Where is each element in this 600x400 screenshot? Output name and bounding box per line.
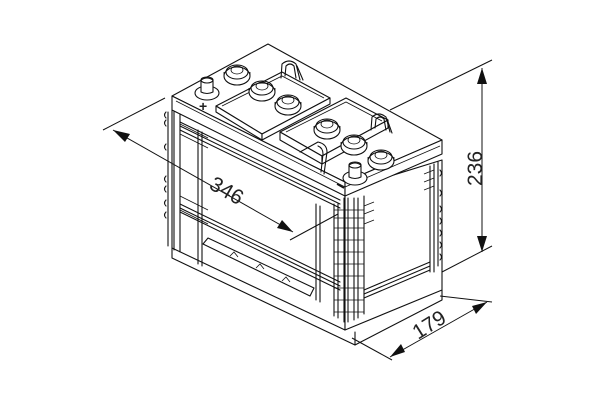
dimension-height: 236: [389, 59, 493, 273]
arrow-end-icon: [277, 220, 293, 232]
vent-cap: [340, 134, 368, 156]
arrow-end-icon: [472, 302, 487, 314]
vent-cap: [248, 80, 276, 102]
negative-marker: [336, 183, 345, 189]
vent-cap: [313, 118, 341, 140]
extension-line: [351, 337, 393, 361]
terminal-negative: [336, 161, 368, 189]
vent-cap: [223, 64, 251, 86]
dimension-line: [389, 301, 488, 358]
vent-caps-right: [313, 118, 395, 171]
handle-left: [280, 60, 304, 81]
vent-cap: [274, 94, 302, 116]
extension-line: [389, 59, 493, 111]
width-label: 179: [408, 306, 450, 344]
arrow-end-icon: [477, 236, 487, 252]
extension-line: [439, 295, 493, 303]
vent-cover-left: [215, 71, 331, 141]
arrow-start-icon: [113, 130, 130, 142]
vent-caps-left: [223, 64, 302, 116]
positive-marker: +: [199, 98, 207, 114]
ribs-front-corner: [315, 195, 375, 323]
dimension-line: [112, 129, 294, 233]
handle-right: [370, 113, 393, 134]
extension-line: [289, 213, 339, 241]
right-rails: [363, 261, 431, 299]
handle-front: [299, 141, 328, 175]
ribs-right-far: [423, 161, 443, 273]
base-ledge: [202, 237, 315, 297]
arrow-start-icon: [390, 344, 405, 357]
ribs-front-left: [163, 111, 209, 267]
extension-line: [441, 245, 493, 273]
terminal-positive: +: [194, 76, 220, 114]
arrow-start-icon: [477, 68, 487, 84]
vent-cap: [367, 149, 395, 171]
front-rails: [179, 121, 341, 291]
height-label: 236: [464, 151, 487, 186]
extension-line: [102, 97, 166, 131]
